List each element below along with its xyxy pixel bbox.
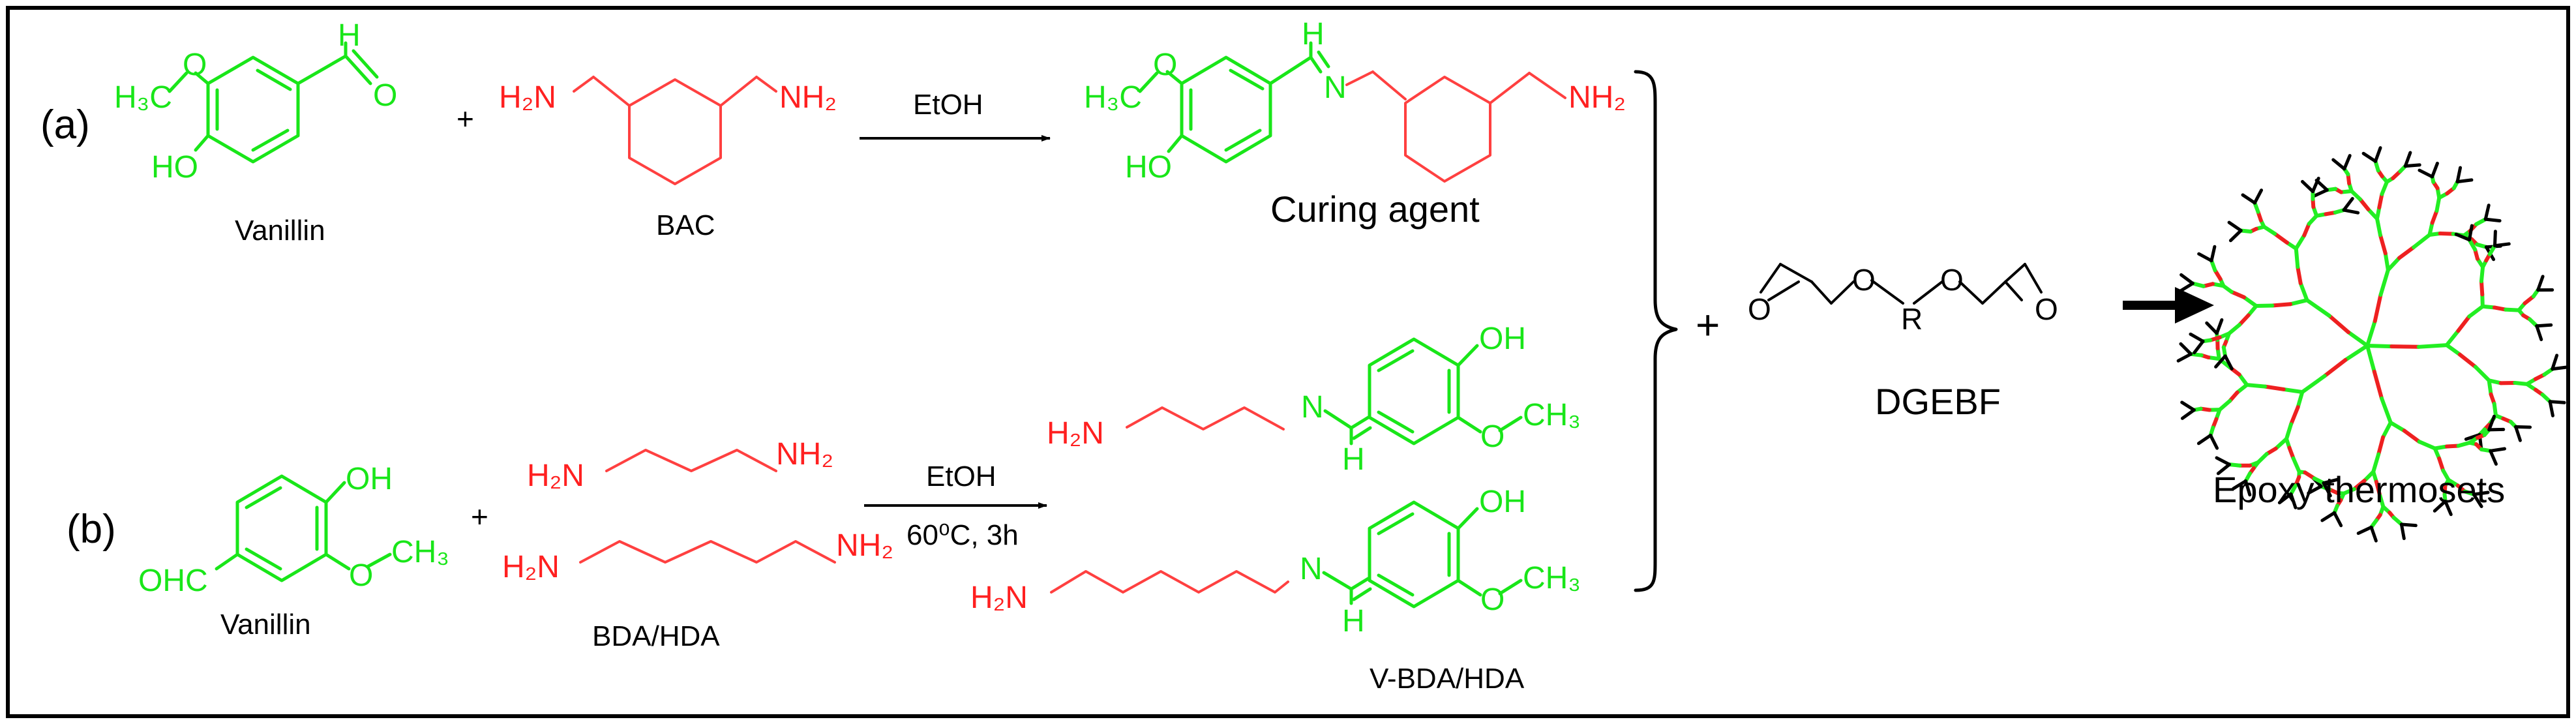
vanillin-a-name: Vanillin: [235, 215, 325, 247]
bac-name: BAC: [656, 209, 715, 241]
v-bda-imine-h: H: [1342, 442, 1365, 477]
arrow-b-label-top: EtOH: [926, 460, 996, 492]
arrow-b-label-bottom: 60⁰C, 3h: [906, 519, 1019, 551]
bac-right-amine: NH₂: [779, 80, 837, 115]
result-arrow: [2123, 287, 2214, 324]
curing-agent-hydroxyl: HO: [1125, 150, 1172, 185]
plus-epoxy: +: [1696, 301, 1720, 348]
plus-b: +: [471, 500, 488, 534]
hda-left-amine: H₂N: [502, 550, 560, 584]
dgebf-name: DGEBF: [1875, 381, 2001, 422]
vanillin-b-aldehyde: OHC: [138, 564, 208, 598]
vanillin-b-methoxy-o: O: [349, 558, 373, 593]
arrow-a-label: EtOH: [913, 89, 983, 121]
part-b-label: (b): [67, 507, 116, 552]
dgebf-r-group: R: [1901, 302, 1923, 336]
vanillin-b-structure: OH O CH₃ OHC: [138, 462, 449, 598]
vanillin-a-hydroxyl: HO: [151, 150, 198, 185]
bda-structure: H₂N NH₂: [527, 437, 833, 493]
plus-a: +: [457, 102, 474, 136]
vanillin-b-name: Vanillin: [220, 609, 311, 641]
v-hda-methoxy-o: O: [1480, 582, 1505, 617]
dgebf-o-right: O: [2035, 292, 2058, 326]
hda-right-amine: NH₂: [836, 528, 893, 563]
curing-agent-structure: H N O H₃C HO NH₂: [1084, 17, 1626, 185]
v-hda-imine-h: H: [1342, 604, 1365, 639]
amines-name: BDA/HDA: [592, 620, 720, 652]
v-bda-imine-n: N: [1301, 390, 1324, 425]
curing-agent-amine: NH₂: [1568, 80, 1626, 115]
curing-agent-methoxy: H₃C: [1084, 80, 1142, 115]
v-hda-amine: H₂N: [970, 581, 1028, 615]
vanillin-b-hydroxyl: OH: [346, 462, 393, 496]
dgebf-o-mid1: O: [1852, 263, 1876, 297]
grouping-brace: [1634, 70, 1678, 592]
epoxy-network-illustration: [2176, 146, 2569, 543]
curing-agent-imine-h: H: [1302, 17, 1325, 52]
vanillin-a-methoxy: H₃C: [114, 80, 172, 115]
part-a-label: (a): [40, 102, 90, 147]
products-b-name: V-BDA/HDA: [1370, 663, 1525, 695]
curing-agent-methoxy-o: O: [1153, 48, 1177, 82]
bac-structure: H₂N NH₂: [499, 76, 837, 185]
dgebf-o-mid2: O: [1940, 263, 1964, 297]
dgebf-structure: O O R O O: [1748, 263, 2058, 336]
vanillin-a-aldehyde-h: H: [338, 18, 361, 53]
curing-agent-imine-n: N: [1324, 70, 1347, 105]
curing-agent-name: Curing agent: [1270, 189, 1480, 230]
dgebf-o-left: O: [1748, 292, 1771, 326]
v-bda-methyl: CH₃: [1523, 398, 1581, 432]
hda-structure: H₂N NH₂: [502, 528, 893, 584]
v-bda-structure: H₂N N H OH O CH₃: [1047, 322, 1581, 477]
v-hda-methyl: CH₃: [1523, 561, 1581, 596]
figure-frame: [6, 6, 2570, 718]
vanillin-a-aldehyde-o: O: [373, 78, 397, 113]
v-bda-amine: H₂N: [1047, 416, 1104, 451]
result-name: Epoxy thermosets: [2213, 469, 2505, 510]
bac-left-amine: H₂N: [499, 80, 556, 115]
v-hda-hydroxyl: OH: [1479, 485, 1526, 519]
v-bda-hydroxyl: OH: [1479, 322, 1526, 356]
vanillin-a-methoxy-o: O: [183, 48, 207, 82]
v-hda-imine-n: N: [1300, 552, 1323, 586]
bda-right-amine: NH₂: [776, 437, 833, 472]
vanillin-a-structure: H O O H₃C HO: [114, 18, 397, 185]
v-hda-structure: H₂N N H OH O CH₃: [970, 485, 1581, 639]
v-bda-methoxy-o: O: [1480, 419, 1505, 454]
bda-left-amine: H₂N: [527, 459, 584, 493]
vanillin-b-methyl: CH₃: [391, 535, 449, 569]
